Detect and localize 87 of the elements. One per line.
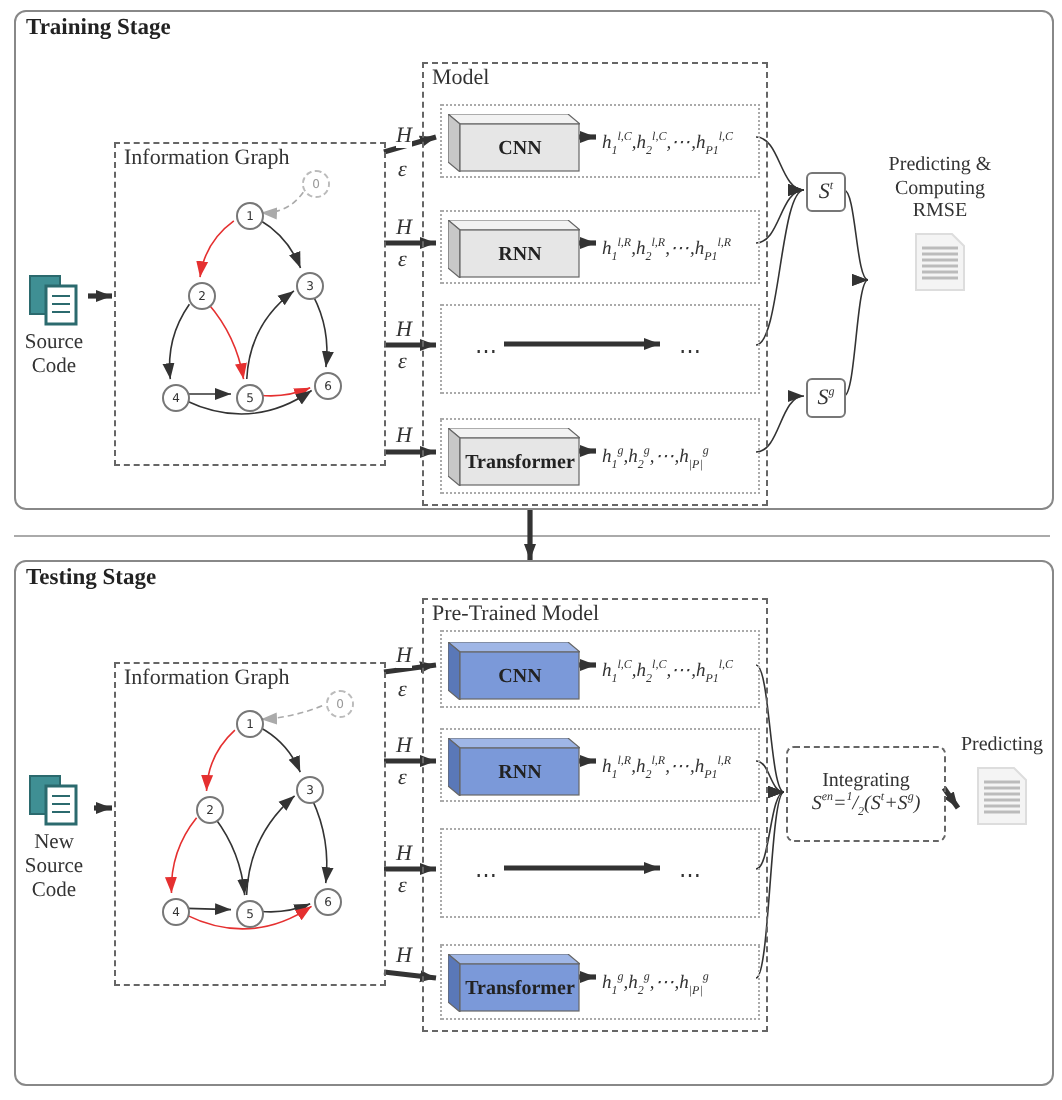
group-title: Information Graph (124, 146, 290, 170)
source-label: New Source Code (22, 832, 86, 905)
edge-label: H (396, 126, 412, 148)
row-container (440, 630, 760, 708)
arrow (384, 237, 436, 249)
row-container (440, 728, 760, 802)
epsilon-label: ε (398, 680, 407, 702)
dashed-group-box (114, 142, 386, 466)
arrow (755, 791, 785, 870)
edge-label: H (396, 319, 412, 341)
epsilon-label: ε (398, 768, 407, 790)
row-container (440, 944, 760, 1020)
source-label: Source Code (22, 332, 86, 381)
arrow (88, 290, 112, 302)
edge-label: H (396, 426, 412, 448)
group-title: Model (432, 66, 490, 90)
arrow (383, 969, 437, 983)
arrow (504, 862, 660, 874)
arrow (941, 786, 961, 810)
stage-panel (14, 10, 1054, 510)
row-container (440, 210, 760, 284)
output-label: Predicting & Computing RMSE (886, 154, 994, 223)
output-label: Predicting (960, 734, 1044, 757)
arrow (504, 338, 660, 350)
arrow (162, 303, 191, 380)
arrow (383, 661, 437, 675)
integrating-box: Integrating S$^{en}$=$^{1}$/$_{2}$(S$^{t}$+S$^{g}$) (786, 746, 946, 842)
arrow (384, 863, 436, 875)
arrow (755, 791, 785, 979)
arrow (312, 294, 334, 368)
dashed-group-box (114, 662, 386, 986)
arrow (755, 189, 805, 346)
ellipsis: ⋯ (666, 860, 714, 888)
group-title: Information Graph (124, 666, 290, 690)
arrow (843, 279, 869, 397)
edge-label: H (396, 946, 412, 968)
arrow (196, 220, 235, 278)
arrow (755, 760, 785, 795)
arrow (384, 339, 436, 351)
arrow (258, 726, 302, 773)
edge-label: H (396, 646, 412, 668)
arrow (258, 218, 302, 269)
epsilon-label: ε (398, 160, 407, 182)
stage-panel (14, 560, 1054, 1086)
row-container (440, 304, 760, 394)
arrow (165, 816, 198, 894)
dashed-arrow (260, 191, 305, 219)
arrow (311, 798, 334, 884)
arrow (94, 802, 112, 814)
arrow (260, 903, 311, 916)
score-box: S$^{g}$ (806, 378, 846, 418)
arrow (384, 755, 436, 767)
row-container (440, 418, 760, 494)
edge-label: H (396, 735, 412, 757)
arrow (245, 290, 295, 380)
arrow (260, 387, 311, 400)
epsilon-label: ε (398, 352, 407, 374)
arrow (184, 389, 313, 415)
edge-label: H (396, 843, 412, 865)
ellipsis: ⋯ (666, 336, 714, 364)
row-container (440, 104, 760, 178)
epsilon-label: ε (398, 876, 407, 898)
ellipsis: ⋯ (462, 860, 510, 888)
dashed-group-box (422, 62, 768, 506)
arrow (843, 189, 869, 281)
arrow (245, 794, 296, 896)
edge-label: H (396, 217, 412, 239)
stage-title: Training Stage (26, 16, 171, 40)
arrow (184, 905, 313, 930)
group-title: Pre-Trained Model (432, 602, 600, 626)
arrow (755, 393, 805, 453)
score-box: S$^{t}$ (806, 172, 846, 212)
dashed-group-box (422, 598, 768, 1032)
arrow (384, 446, 436, 458)
arrow (207, 302, 247, 380)
arrow (383, 134, 437, 155)
arrow (186, 903, 232, 916)
arrow (214, 817, 249, 896)
arrow (524, 510, 536, 560)
row-container (440, 828, 760, 918)
epsilon-label: ε (398, 250, 407, 272)
stage-title: Testing Stage (26, 566, 157, 590)
arrow (186, 388, 232, 400)
dashed-arrow (260, 704, 323, 725)
arrow (201, 729, 236, 792)
arrow (755, 664, 785, 793)
ellipsis: ⋯ (462, 336, 510, 364)
